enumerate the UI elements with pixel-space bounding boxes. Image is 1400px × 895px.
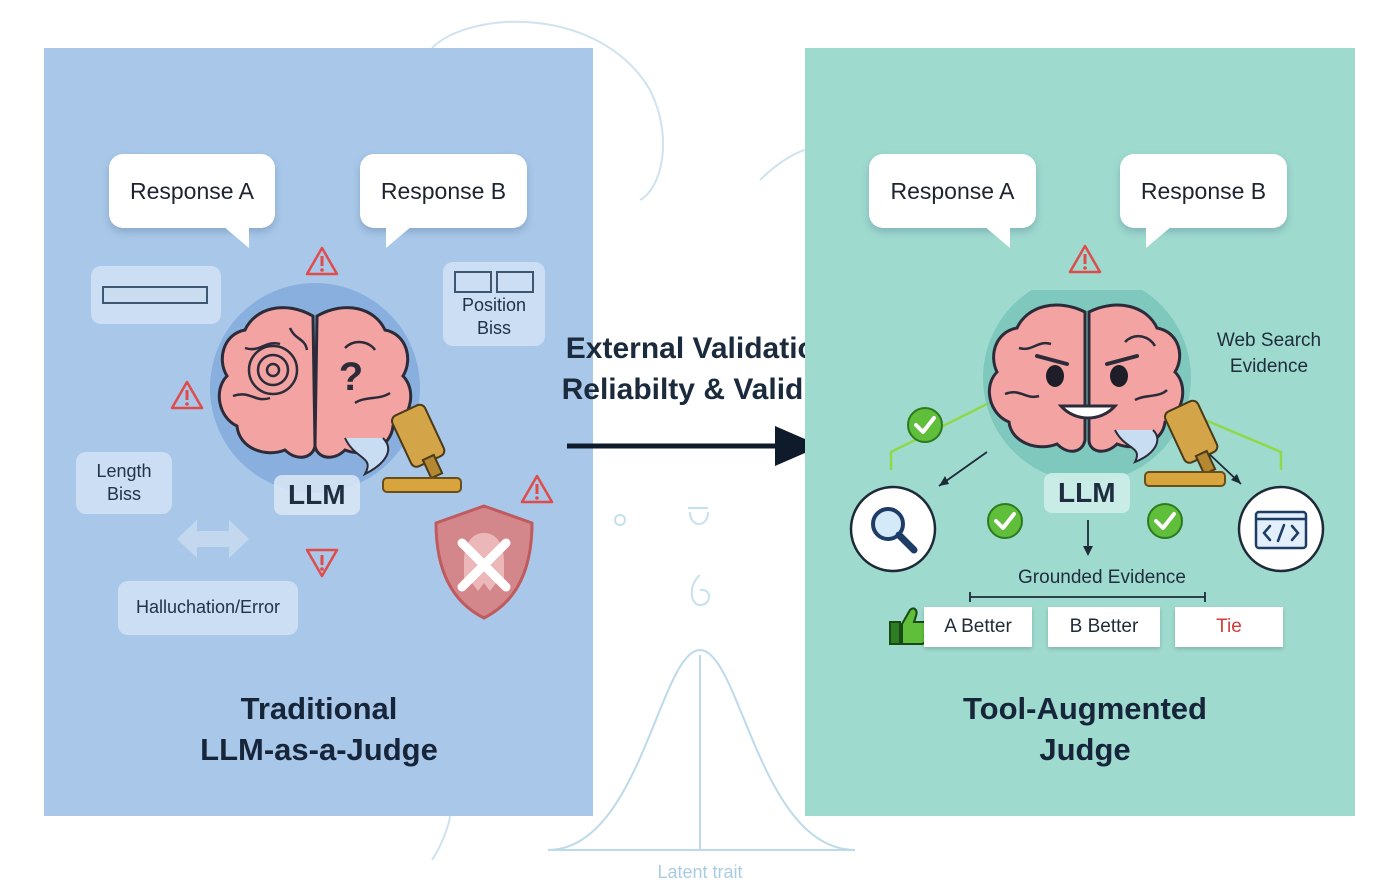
response-b-label: Response B bbox=[1140, 177, 1267, 204]
response-a-label: Response A bbox=[890, 177, 1015, 204]
response-a-bubble: Response A bbox=[109, 154, 275, 248]
question-mark: ? bbox=[339, 355, 363, 399]
response-b-bubble: Response B bbox=[1120, 154, 1287, 248]
response-a-bubble: Response A bbox=[869, 154, 1036, 248]
warning-icon bbox=[1068, 244, 1102, 274]
hallucination-label: Halluchation/Error bbox=[135, 597, 281, 618]
tool-augmented-title: Tool-Augmented Judge bbox=[905, 688, 1265, 770]
llm-label-right: LLM bbox=[1044, 473, 1130, 513]
external-validation-label: External Validation bbox=[565, 332, 835, 365]
warning-icon bbox=[305, 246, 339, 276]
length-double-arrow-icon bbox=[177, 520, 249, 558]
title-line-2: Judge bbox=[1039, 732, 1131, 768]
check-icon bbox=[907, 407, 943, 443]
confident-brain-icon bbox=[983, 290, 1226, 487]
transition-arrow-icon bbox=[567, 426, 821, 466]
title-line-1: Tool-Augmented bbox=[963, 691, 1207, 726]
hallucination-shield-icon bbox=[434, 504, 534, 620]
check-icon bbox=[1147, 503, 1183, 539]
verdict-b-better: B Better bbox=[1048, 607, 1160, 647]
response-a-label: Response A bbox=[129, 177, 255, 204]
center-caption: External Validation Reliabilty & Validit… bbox=[530, 329, 870, 410]
check-icon bbox=[987, 503, 1023, 539]
warning-icon bbox=[170, 380, 204, 410]
hallucination-box: Halluchation/Error bbox=[118, 581, 298, 635]
search-tool-icon bbox=[849, 485, 937, 573]
response-b-label: Response B bbox=[380, 177, 507, 204]
text-placeholder-bubble bbox=[91, 266, 221, 324]
code-tool-icon bbox=[1237, 485, 1325, 573]
warning-down-icon bbox=[305, 548, 339, 578]
evidence-connectors bbox=[889, 398, 1283, 602]
verdict-tie: Tie bbox=[1175, 607, 1283, 647]
traditional-title: Traditional LLM-as-a-Judge bbox=[144, 688, 494, 770]
web-search-evidence-label: Web Search Evidence bbox=[1216, 330, 1322, 377]
confused-brain-icon: ? bbox=[210, 283, 462, 493]
position-layout-icon bbox=[454, 270, 534, 293]
warning-icon bbox=[520, 474, 554, 504]
response-b-bubble: Response B bbox=[360, 154, 527, 248]
verdict-a-better: A Better bbox=[924, 607, 1032, 647]
text-line-icon bbox=[102, 286, 208, 304]
length-bias-label: Length Biss bbox=[96, 460, 152, 504]
title-line-1: Traditional bbox=[240, 691, 398, 726]
reliability-validity-label: Reliabilty & Validity bbox=[561, 372, 839, 406]
position-bias-label: Position Biss bbox=[461, 294, 527, 338]
title-line-2: LLM-as-a-Judge bbox=[200, 732, 438, 768]
grounded-evidence-label: Grounded Evidence bbox=[1018, 567, 1186, 588]
llm-label-left: LLM bbox=[274, 475, 360, 515]
length-bias-box: Length Biss bbox=[76, 452, 172, 514]
latent-trait-label: Latent trait bbox=[657, 862, 743, 882]
position-bias-box: Position Biss bbox=[443, 262, 545, 346]
